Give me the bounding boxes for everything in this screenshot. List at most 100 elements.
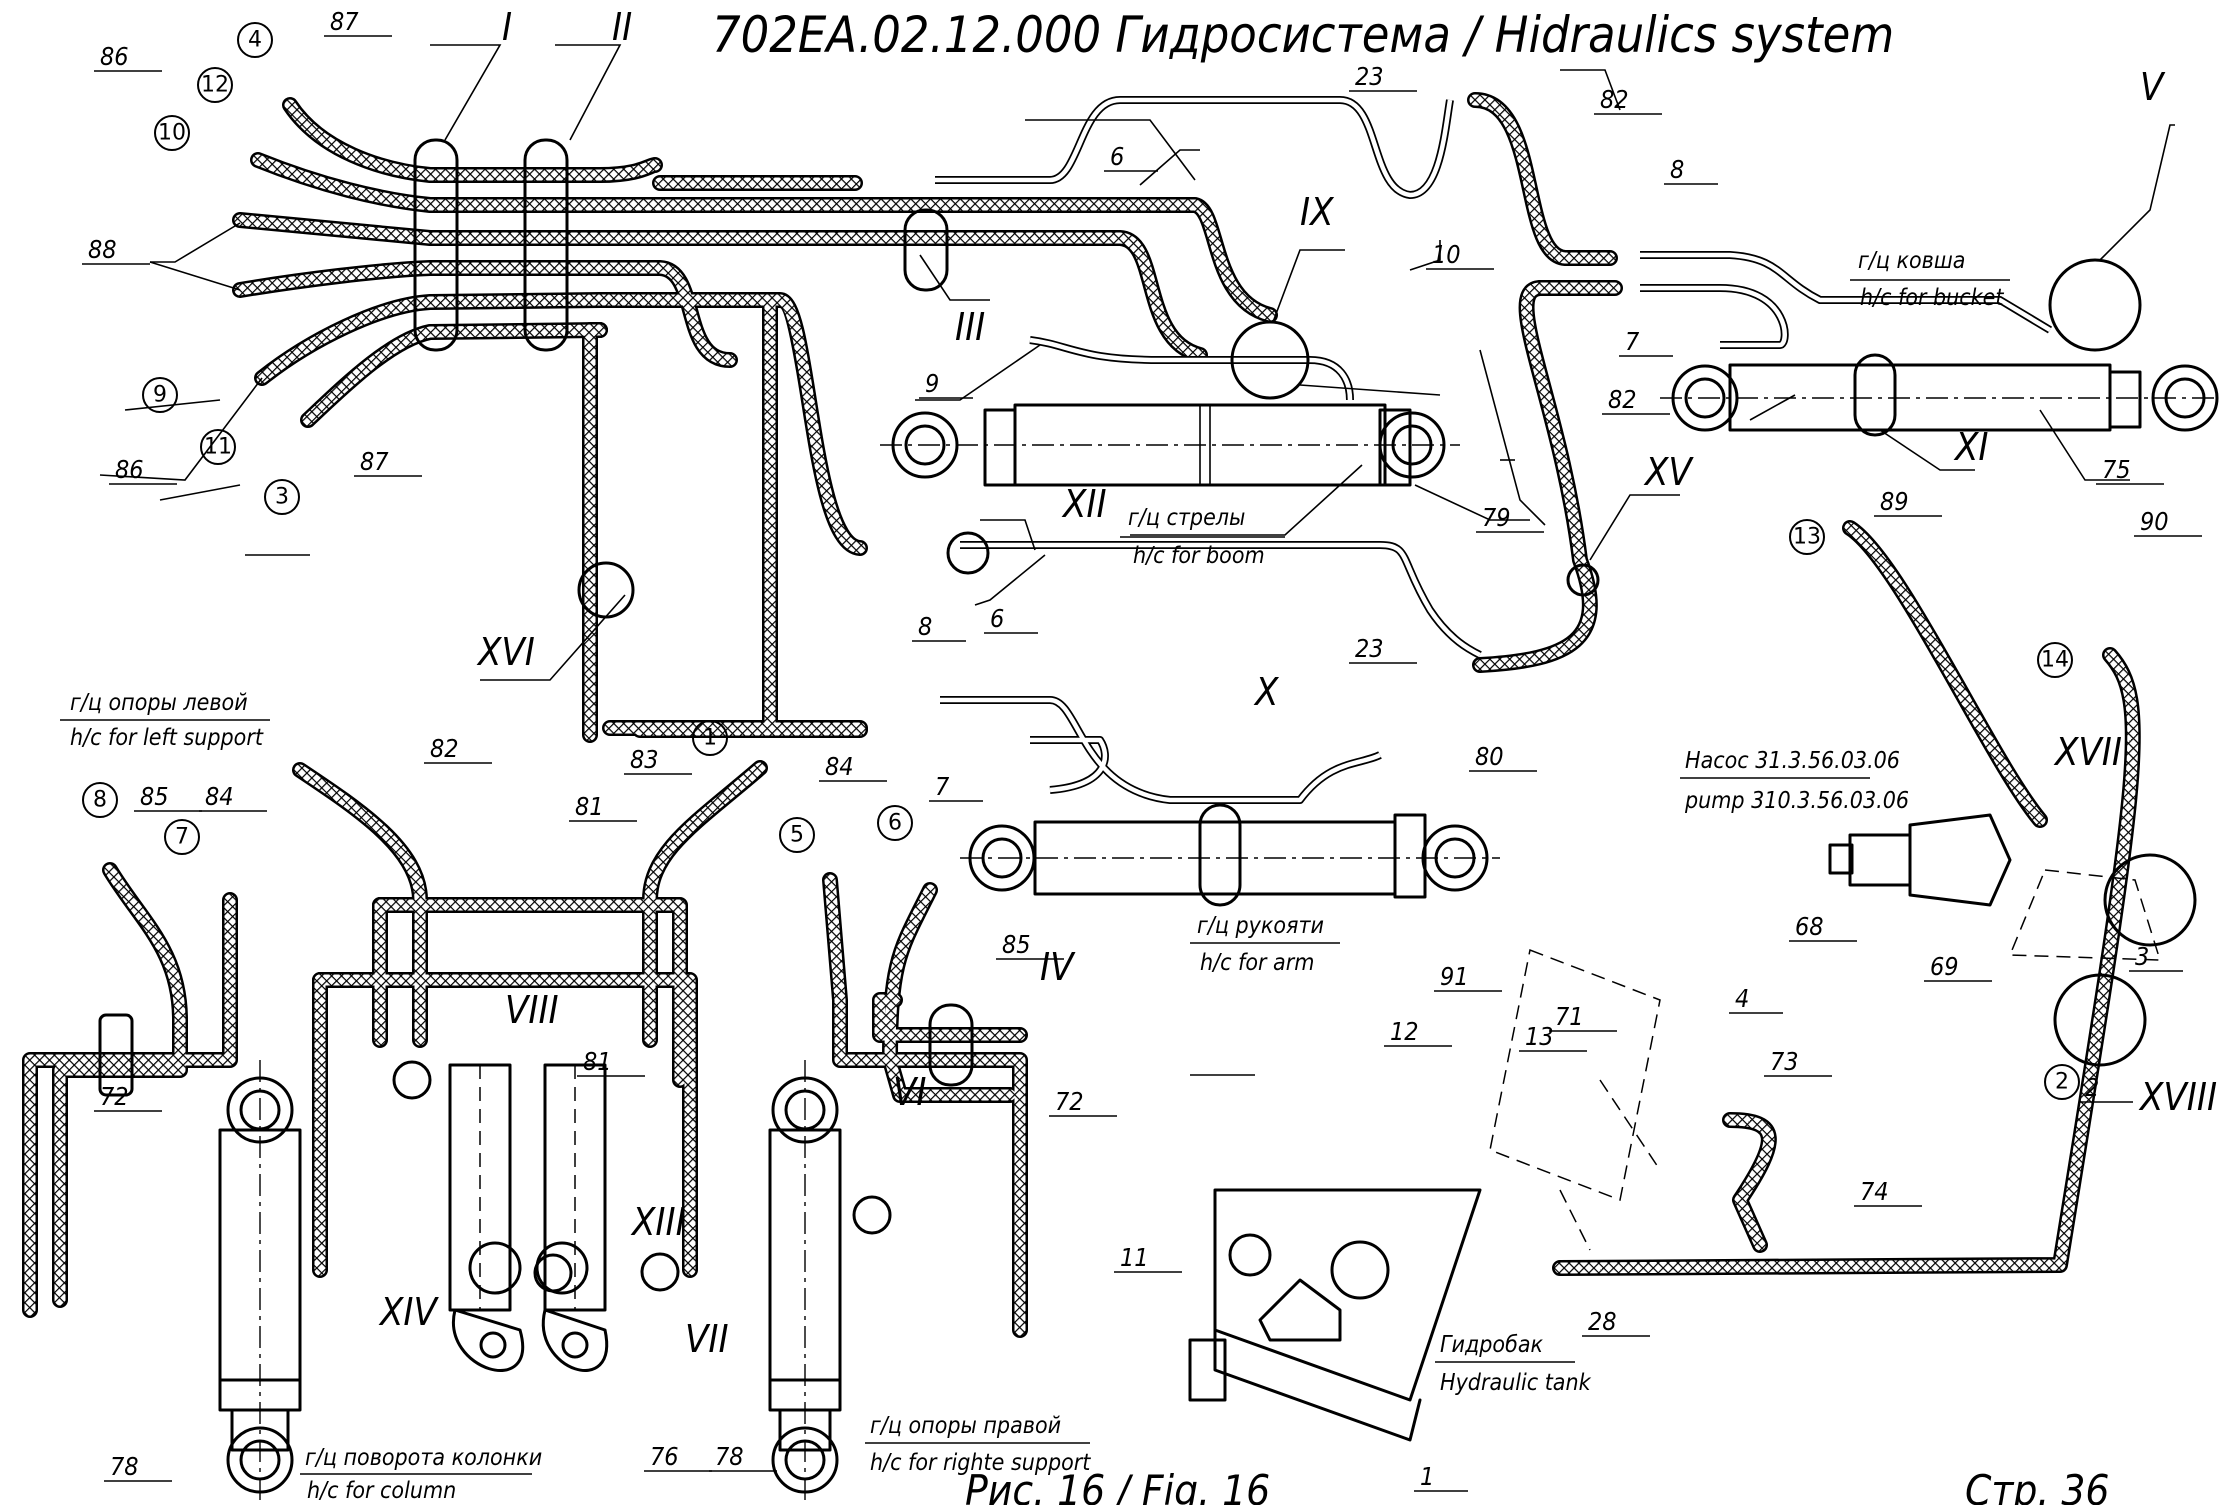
hose-braid [234, 214, 606, 244]
part-label-3: 3 [2135, 942, 2149, 971]
part-label-1: 1 [1420, 1462, 1434, 1491]
hose-braid [1724, 1114, 1775, 1251]
part-label-78: 78 [110, 1452, 139, 1481]
left-support-label-en: h/c for left support [70, 725, 264, 751]
part-label-4: 4 [1735, 984, 1749, 1013]
view-VI: VI [893, 1070, 926, 1114]
boom-label-ru: г/ц стрелы [1128, 505, 1245, 531]
bubble-circle [2037, 642, 2073, 678]
part-label-91: 91 [1440, 962, 1469, 991]
tube-inner [1640, 285, 1787, 348]
part-label-79: 79 [1482, 503, 1511, 532]
hose-braid [374, 899, 686, 1086]
component-notes: г/ц стрелы h/c for boom г/ц ковша h/c fo… [60, 248, 2010, 1504]
right-support-label-ru: г/ц опоры правой [870, 1413, 1061, 1439]
clamp-XI [1853, 353, 1897, 437]
view-X: X [1253, 670, 1280, 714]
part-label-80: 80 [1475, 742, 1504, 771]
column-label-en: h/c for column [307, 1478, 456, 1504]
view-XI: XI [1953, 425, 1989, 469]
hose-braid [594, 262, 736, 366]
view-XVI: XVI [476, 630, 535, 674]
bubble-number-6: 6 [888, 811, 902, 836]
bubble-number-3: 3 [275, 485, 289, 510]
left-support-label-ru: г/ц опоры левой [70, 690, 248, 716]
hose [592, 292, 778, 738]
part-label-82: 82 [1600, 85, 1629, 114]
view-II: II [612, 5, 632, 49]
view-VIII: VIII [505, 988, 559, 1032]
part-label-71: 71 [1555, 1002, 1584, 1031]
figure-caption: Рис. 16 / Fig. 16 [965, 1466, 1270, 1505]
hose-braid [302, 324, 606, 426]
bubble-circle [1789, 519, 1825, 555]
view-XV: XV [1643, 450, 1694, 494]
part-label-28: 28 [1588, 1307, 1617, 1336]
column-label-ru: г/ц поворота колонки [305, 1445, 542, 1471]
bubble-circle [237, 22, 273, 58]
bubble-number-8: 8 [93, 788, 107, 813]
part-label-7: 7 [1625, 327, 1640, 356]
part-label-11: 11 [1120, 1243, 1149, 1272]
arm-label-ru: г/ц рукояти [1197, 913, 1324, 939]
bubble-number-1: 1 [703, 726, 717, 751]
view-XIV: XIV [378, 1290, 439, 1334]
hose-braid [1554, 649, 2139, 1274]
view-XVII: XVII [2053, 730, 2122, 774]
part-label-72: 72 [1055, 1087, 1084, 1116]
column-cylinders [448, 1063, 609, 1372]
hose-braid [294, 764, 426, 1046]
view-I: I [502, 5, 512, 49]
part-label-74: 74 [1860, 1177, 1889, 1206]
tube-inner [1029, 337, 1353, 401]
tube-inner [935, 97, 1453, 198]
part-label-81: 81 [575, 792, 604, 821]
bubble-circle [779, 817, 815, 853]
hydraulic-cylinders [218, 353, 2220, 1500]
hose-braid [594, 199, 1276, 321]
tube-inner [960, 542, 1482, 658]
tank-label-en: Hydraulic tank [1440, 1370, 1592, 1396]
hose-lines [22, 92, 2141, 1338]
part-label-88: 88 [88, 235, 117, 264]
page-number: Стр. 36 [1965, 1466, 2109, 1505]
right-support-label-en: h/c for righte support [870, 1450, 1091, 1476]
bubble-circle [2044, 1064, 2080, 1100]
part-label-85: 85 [140, 782, 169, 811]
part-label-73: 73 [1770, 1047, 1799, 1076]
view-V: V [2140, 65, 2166, 109]
hose-braid [54, 864, 186, 1306]
clamp-I [413, 138, 459, 352]
rigid-tubes [935, 96, 2053, 804]
hose [592, 292, 868, 556]
tube [1030, 736, 1109, 794]
bucket-label-ru: г/ц ковша [1858, 248, 1965, 274]
hose-braid [284, 99, 606, 181]
bubble-number-2: 2 [2055, 1070, 2069, 1095]
view-III: III [955, 305, 985, 349]
bubble-circle [200, 429, 236, 465]
bubble-circle [692, 720, 728, 756]
view-callouts [392, 258, 2142, 1293]
part-label-2: 2 [2085, 1073, 2099, 1102]
bubble-circle [142, 377, 178, 413]
part-label-90: 90 [2140, 507, 2169, 536]
bubble-circle [154, 115, 190, 151]
hose-braid [1469, 94, 1616, 264]
bubble-number-5: 5 [790, 823, 804, 848]
view-XVIII: XVIII [2138, 1075, 2217, 1119]
part-label-86: 86 [100, 42, 129, 71]
clamp-III [903, 208, 949, 292]
bubble-number-10: 10 [158, 121, 186, 146]
hose-braid [314, 974, 696, 1276]
hose-braid [644, 762, 766, 1046]
view-IV: IV [1040, 945, 1076, 989]
view-XII: XII [1061, 482, 1107, 526]
arm-cylinder [960, 803, 1500, 907]
part-label-13: 13 [1525, 1022, 1554, 1051]
part-label-82: 82 [430, 734, 459, 763]
bubble-circle [82, 782, 118, 818]
